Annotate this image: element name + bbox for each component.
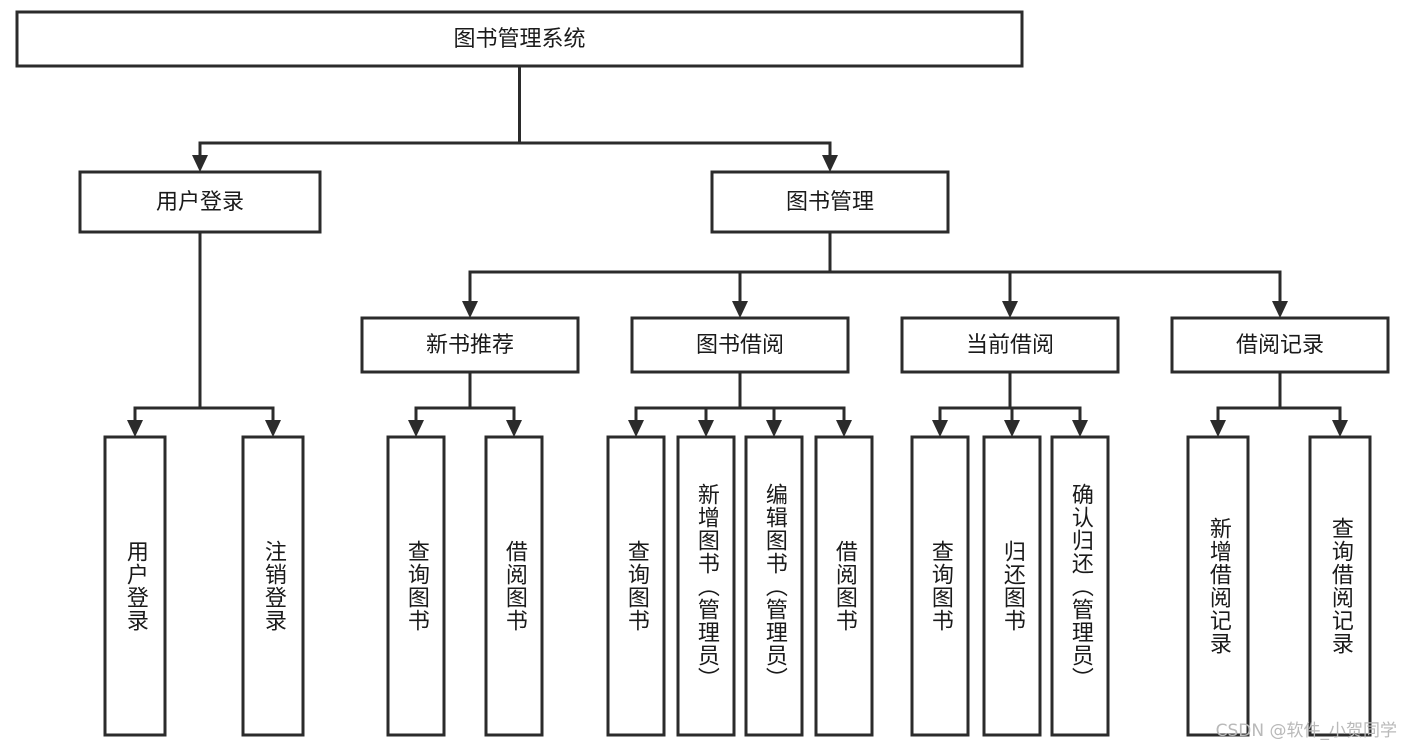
edge-bookmgmt-2-arrowhead-icon — [1002, 301, 1018, 318]
edge-当前借阅-8-branch — [938, 406, 1010, 420]
edge-bookmgmt-1-branch — [738, 270, 830, 301]
node-level2-1[interactable] — [710, 170, 950, 234]
node-leaf-10[interactable] — [1050, 435, 1110, 737]
node-level3-0[interactable] — [360, 316, 580, 374]
node-leaf-8[interactable] — [910, 435, 970, 737]
edge-当前借阅-9-arrowhead-icon — [1004, 420, 1020, 437]
node-level3-2[interactable] — [900, 316, 1120, 374]
edge-图书借阅-6-branch — [740, 406, 776, 420]
node-leaf-1[interactable] — [241, 435, 305, 737]
edge-借阅记录-12-arrowhead-icon — [1332, 420, 1348, 437]
edge-root-0-arrowhead-icon — [192, 155, 208, 172]
node-leaf-12[interactable] — [1308, 435, 1372, 737]
node-leaf-11[interactable] — [1186, 435, 1250, 737]
node-leaf-0[interactable] — [103, 435, 167, 737]
node-level2-0[interactable] — [78, 170, 322, 234]
label-level3-0: 新书推荐 — [426, 333, 514, 358]
node-level3-1[interactable] — [630, 316, 850, 374]
edge-图书借阅-4-branch — [634, 406, 740, 420]
edge-当前借阅-8-arrowhead-icon — [932, 420, 948, 437]
edge-用户登录-0-branch — [133, 406, 200, 420]
node-leaf-4[interactable] — [606, 435, 666, 737]
edge-bookmgmt-3-arrowhead-icon — [1272, 301, 1288, 318]
edge-用户登录-1-branch — [200, 406, 275, 420]
node-box-layer — [15, 10, 1390, 737]
edge-用户登录-1-arrowhead-icon — [265, 420, 281, 437]
edge-新书推荐-3-arrowhead-icon — [506, 420, 522, 437]
node-root-图书管理系统[interactable] — [15, 10, 1024, 68]
edge-bookmgmt-2-branch — [830, 270, 1012, 301]
label-level3-2: 当前借阅 — [966, 333, 1054, 358]
edge-bookmgmt-0-arrowhead-icon — [462, 301, 478, 318]
edge-root-0-branch — [198, 141, 520, 155]
edge-bookmgmt-3-branch — [830, 270, 1282, 301]
edge-bookmgmt-1-arrowhead-icon — [732, 301, 748, 318]
node-leaf-9[interactable] — [982, 435, 1042, 737]
edge-图书借阅-4-arrowhead-icon — [628, 420, 644, 437]
label-level3-3: 借阅记录 — [1236, 333, 1324, 358]
edge-用户登录-0-arrowhead-icon — [127, 420, 143, 437]
node-leaf-6[interactable] — [744, 435, 804, 737]
edge-图书借阅-6-arrowhead-icon — [766, 420, 782, 437]
node-level3-3[interactable] — [1170, 316, 1390, 374]
edge-当前借阅-10-branch — [1010, 406, 1082, 420]
edge-借阅记录-12-branch — [1280, 406, 1342, 420]
label-level2-1: 图书管理 — [786, 190, 874, 215]
edge-root-1-arrowhead-icon — [822, 155, 838, 172]
node-leaf-2[interactable] — [386, 435, 446, 737]
edge-图书借阅-7-branch — [740, 406, 846, 420]
edge-图书借阅-7-arrowhead-icon — [836, 420, 852, 437]
edge-图书借阅-5-arrowhead-icon — [698, 420, 714, 437]
node-leaf-7[interactable] — [814, 435, 874, 737]
edge-借阅记录-11-branch — [1216, 406, 1280, 420]
edge-root-1-branch — [519, 141, 832, 155]
edge-bookmgmt-0-branch — [468, 270, 830, 301]
node-leaf-3[interactable] — [484, 435, 544, 737]
label-level2-0: 用户登录 — [156, 190, 244, 215]
connector-layer — [127, 66, 1348, 437]
edge-当前借阅-10-arrowhead-icon — [1072, 420, 1088, 437]
label-level3-1: 图书借阅 — [696, 333, 784, 358]
edge-新书推荐-3-branch — [470, 406, 516, 420]
edge-新书推荐-2-arrowhead-icon — [408, 420, 424, 437]
edge-新书推荐-2-branch — [414, 406, 470, 420]
edge-借阅记录-11-arrowhead-icon — [1210, 420, 1226, 437]
edge-当前借阅-9-branch — [1010, 406, 1014, 420]
node-leaf-5[interactable] — [676, 435, 736, 737]
label-root: 图书管理系统 — [453, 27, 585, 52]
edge-图书借阅-5-branch — [704, 406, 740, 420]
